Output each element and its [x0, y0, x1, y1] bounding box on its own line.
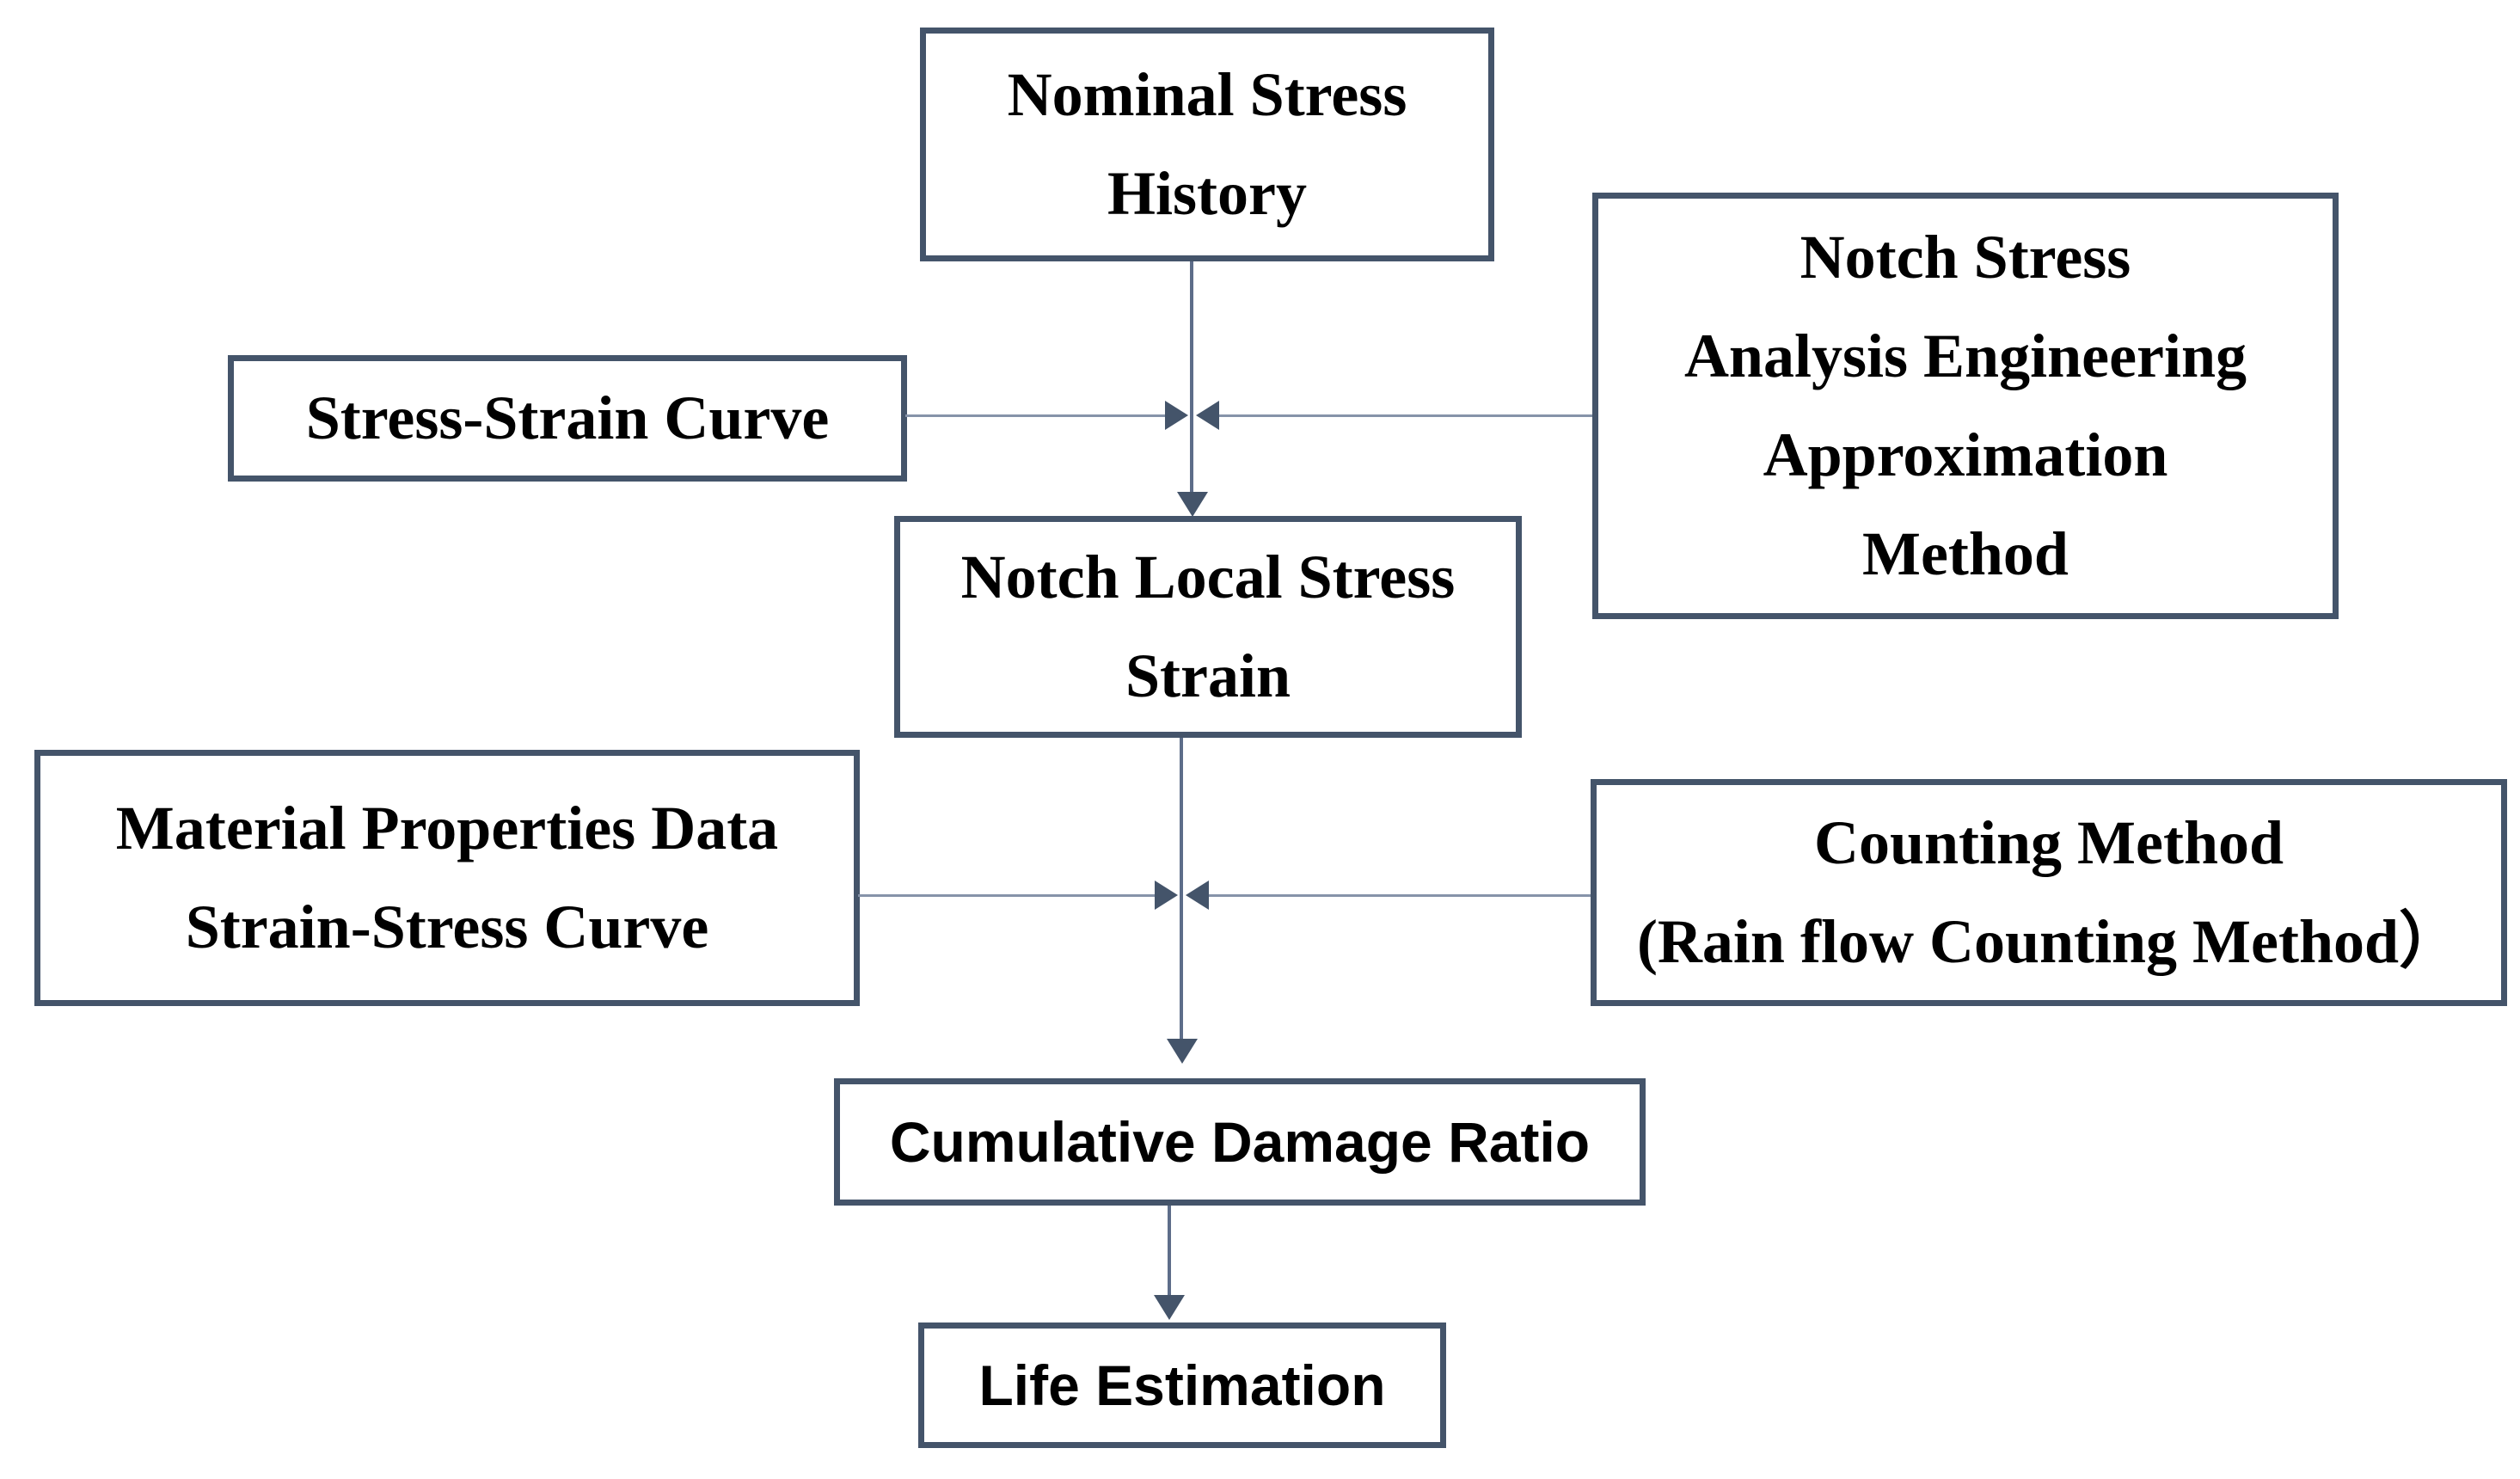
connector-notch-local-to-cumulative [1180, 738, 1183, 1042]
connector-nominal-to-notch-local [1190, 261, 1193, 494]
box-nominal-stress-history: Nominal Stress History [920, 28, 1494, 261]
box-label-line: Material Properties Data [115, 793, 779, 862]
box-label-line: Nominal Stress [1007, 59, 1407, 129]
connector-notch-method-to-junction1 [1219, 414, 1592, 417]
box-label-line: Strain [1125, 641, 1291, 710]
arrowhead-left-junction1 [1196, 401, 1219, 430]
box-label-line: (Rain flow Counting Method） [1636, 907, 2462, 976]
box-life-estimation: Life Estimation [918, 1323, 1446, 1448]
box-counting-method: Counting Method (Rain flow Counting Meth… [1591, 779, 2507, 1006]
box-label-line: Stress-Strain Curve [305, 383, 830, 452]
connector-cumulative-to-life [1168, 1206, 1171, 1298]
box-label-line: Method [1862, 519, 2069, 589]
arrowhead-left-junction2 [1186, 881, 1209, 910]
arrowhead-down-into-notch-local [1177, 492, 1208, 517]
box-label-line: Cumulative Damage Ratio [889, 1109, 1591, 1174]
box-cumulative-damage-ratio: Cumulative Damage Ratio [834, 1078, 1646, 1206]
connector-material-to-junction2 [858, 894, 1156, 897]
arrowhead-right-junction2 [1155, 881, 1178, 910]
connector-stress-strain-to-junction1 [905, 414, 1166, 417]
box-stress-strain-curve: Stress-Strain Curve [228, 355, 907, 482]
connector-counting-to-junction2 [1209, 894, 1591, 897]
box-label-line: Counting Method [1813, 807, 2284, 877]
arrowhead-right-junction1 [1165, 401, 1188, 430]
box-label-line: Approximation [1763, 420, 2168, 489]
arrowhead-down-into-life [1154, 1295, 1185, 1320]
box-label-line: Life Estimation [978, 1353, 1386, 1417]
box-notch-stress-analysis-method: Notch Stress Analysis Engineering Approx… [1592, 193, 2339, 619]
box-label-line: Strain-Stress Curve [185, 893, 709, 961]
box-notch-local-stress-strain: Notch Local Stress Strain [894, 516, 1522, 738]
box-label-line: Notch Local Stress [960, 542, 1456, 611]
box-material-properties-data: Material Properties Data Strain-Stress C… [34, 750, 860, 1006]
box-label-line: History [1107, 159, 1307, 228]
arrowhead-down-into-cumulative [1167, 1039, 1198, 1064]
box-label-line: Analysis Engineering [1683, 321, 2247, 390]
box-label-line: Notch Stress [1800, 222, 2131, 292]
